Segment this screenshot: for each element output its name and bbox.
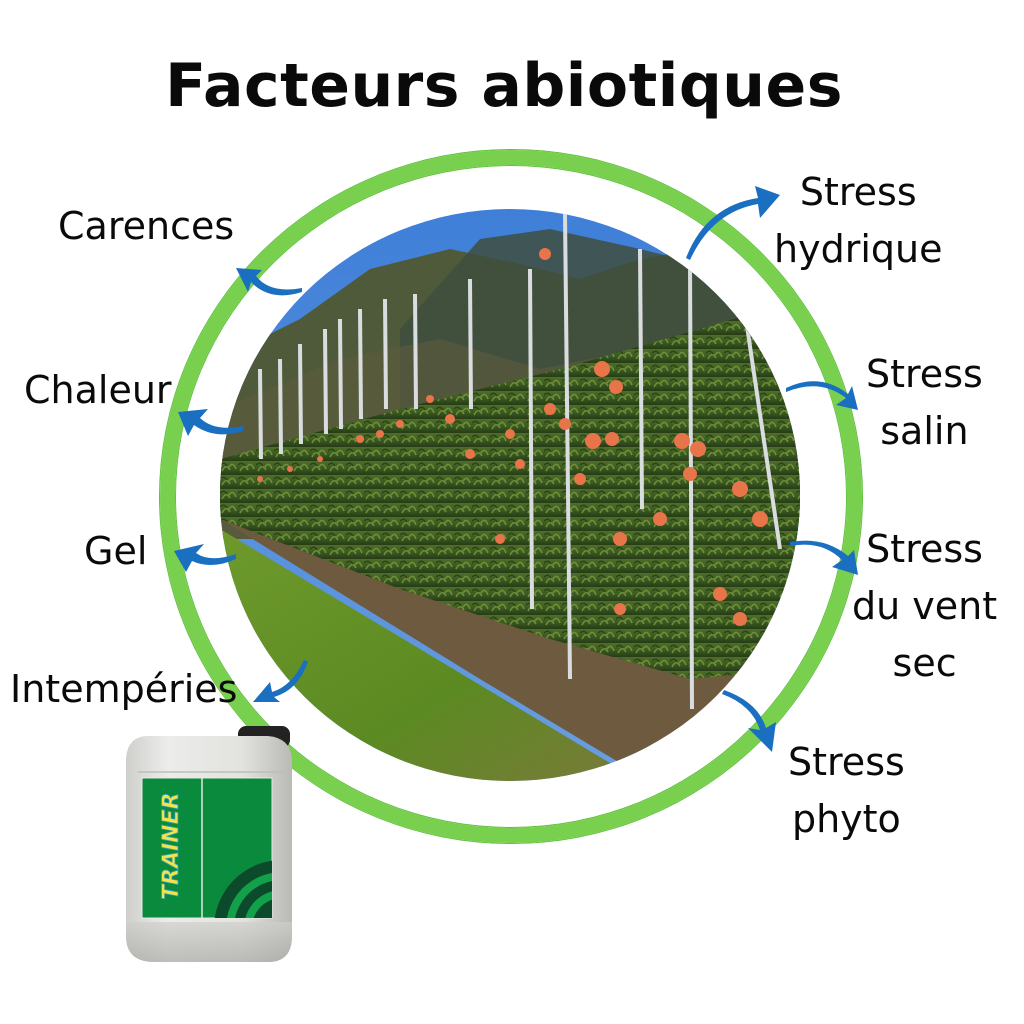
factor-stress-hydrique-line2: hydrique — [774, 227, 943, 271]
factor-stress-vent-sec: Stress du vent sec — [852, 521, 997, 692]
factor-carences: Carences — [58, 198, 234, 255]
factor-stress-hydrique-line1: Stress — [799, 170, 917, 214]
product-jerrycan: TRAINER — [118, 722, 300, 968]
orchard-photo — [220, 209, 800, 781]
factor-gel: Gel — [84, 523, 147, 580]
product-brand: TRAINER — [159, 792, 184, 900]
jerrycan-image: TRAINER — [126, 726, 292, 962]
factor-chaleur: Chaleur — [24, 362, 172, 419]
factor-chaleur-label: Chaleur — [24, 368, 172, 412]
factor-stress-hydrique: Stress hydrique — [774, 164, 942, 278]
factor-stress-vent-sec-line1: Stress — [866, 527, 983, 571]
factor-intemperies-label: Intempéries — [10, 667, 238, 711]
factor-stress-vent-sec-line2: du vent — [852, 584, 998, 628]
factor-stress-salin-line2: salin — [880, 409, 969, 453]
factor-stress-phyto-line1: Stress — [788, 740, 905, 784]
factor-carences-label: Carences — [58, 204, 235, 248]
factor-stress-phyto-line2: phyto — [791, 797, 901, 841]
factor-gel-label: Gel — [84, 529, 148, 573]
factor-stress-vent-sec-line3: sec — [892, 641, 957, 685]
factor-stress-salin-line1: Stress — [866, 352, 983, 396]
factor-stress-phyto: Stress phyto — [788, 734, 905, 848]
factor-intemperies: Intempéries — [10, 661, 237, 718]
orchard-image — [220, 209, 800, 781]
page-title: Facteurs abiotiques — [165, 51, 843, 121]
factor-stress-salin: Stress salin — [866, 346, 983, 460]
